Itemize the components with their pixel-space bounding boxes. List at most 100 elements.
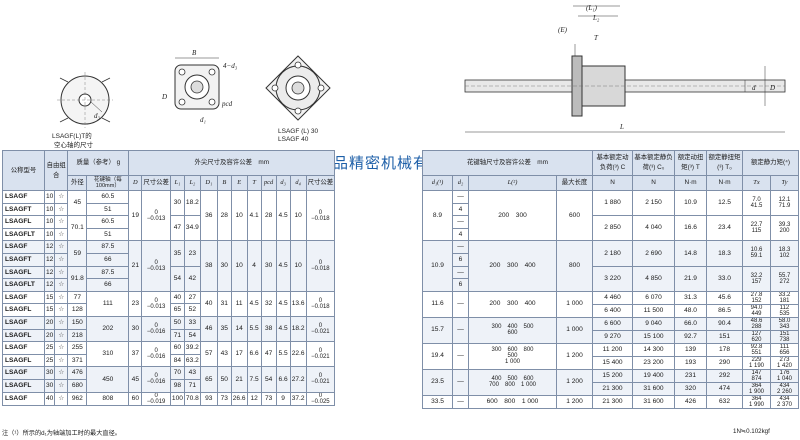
model-size: 10: [43, 215, 56, 229]
dim-T: 5.5: [246, 315, 262, 343]
label-B: B: [192, 49, 197, 57]
selfalign-star: ☆: [54, 366, 69, 380]
col-B: B: [216, 175, 232, 191]
dim-pcd: 30: [260, 240, 277, 292]
dim-L2: 54: [183, 328, 201, 343]
shaft-d1: 11.6: [422, 290, 453, 318]
mass-spline: 202: [86, 315, 130, 343]
rating-C0: 23 200: [632, 355, 675, 370]
rating-Tx-part: 364: [751, 395, 762, 402]
dim-tol-part: 0: [154, 373, 158, 380]
model-name: LSAGF: [2, 315, 45, 330]
mass-outer: 91.8: [67, 265, 88, 292]
shaft-L: 200 300: [468, 189, 557, 242]
model-size: 10: [43, 190, 56, 204]
col-L1: L₁: [169, 175, 185, 191]
mass-spline: 450: [86, 366, 130, 393]
mass-outer: 77: [67, 290, 88, 305]
dim-L2: 27: [183, 290, 201, 305]
model-name: LSAGF: [2, 391, 45, 406]
shaft-L-part: 600: [507, 330, 518, 337]
rating-C: 3 220: [592, 265, 633, 292]
rating-C: 21 300: [592, 394, 633, 409]
dim-L1: 40: [169, 290, 185, 305]
rating-Ty-part: 55.7: [778, 272, 791, 279]
rating-Tx-part: 1 900: [748, 388, 764, 395]
col-Tx: Tx: [742, 175, 771, 191]
dim-T: 6.6: [246, 341, 262, 368]
dim-tol2-part: 0: [318, 297, 323, 304]
shaft-d1: 33.5: [422, 394, 453, 409]
model-size: 25: [43, 341, 56, 355]
rating-T0: 474: [706, 381, 743, 396]
unit-C0: N: [632, 175, 675, 191]
shaft-L: 200 300 400: [468, 240, 557, 292]
right-spec-table: 花键轴尺寸及容许公差 mm 基本额定动负荷(³) C 基本额定静负荷(³) C₀…: [422, 150, 799, 409]
dim-tol2-part: −0.021: [311, 329, 330, 336]
mass-outer: 128: [67, 303, 88, 317]
dim-tol-part: 0: [154, 260, 158, 267]
col-d1-shaft: d₁(¹): [422, 175, 453, 191]
dim-L1: 30: [169, 189, 185, 217]
shaft-L-part: 1 000: [504, 359, 520, 366]
rating-C: 4 460: [592, 290, 633, 305]
rating-T: 92.7: [674, 329, 707, 344]
footnote: 注（¹）所示的d₁为轴端加工时的最大直径。: [2, 430, 121, 437]
table-row: 4: [423, 202, 799, 217]
rating-Tx-part: 59.1: [750, 253, 763, 260]
rating-Ty-part: 39.3: [778, 222, 791, 229]
dim-L1: 98: [169, 378, 185, 393]
caption-line1: LSAGF(L)T的: [52, 131, 92, 140]
col-d4: d₄: [289, 175, 307, 191]
col-spline: 花键轴（每100mm）: [86, 175, 130, 191]
selfalign-star: ☆: [54, 303, 69, 317]
mass-spline: 51: [86, 227, 130, 242]
dim-T: 12: [246, 391, 262, 406]
col-L-length: L(²): [468, 175, 557, 191]
label-E: (E): [558, 26, 568, 34]
model-name: LSAGFL: [2, 303, 45, 317]
rating-C: 6 600: [592, 316, 633, 331]
rating-C: 15 200: [592, 368, 633, 383]
mass-spline: 66: [86, 278, 130, 292]
shaft-d2: —: [452, 265, 469, 280]
col-T: T: [246, 175, 262, 191]
shaft-d2: —: [452, 190, 469, 204]
selfalign-star: ☆: [54, 190, 69, 204]
col-dims: 外尖尺寸及容许公差 mm: [128, 150, 336, 176]
shaft-d1: 23.5: [422, 368, 453, 396]
model-size: 12: [43, 240, 56, 254]
mass-spline: 111: [86, 290, 130, 317]
dim-D1: 40: [199, 290, 218, 317]
shaft-d1: 19.4: [422, 342, 453, 370]
model-size: 15: [43, 303, 56, 317]
model-name: LSAGF: [2, 341, 45, 355]
mass-spline: 87.5: [86, 240, 130, 254]
rating-Ty-part: 272: [779, 278, 790, 285]
dim-E: 21: [230, 366, 248, 393]
dim-tol-part: −0.016: [146, 379, 166, 386]
dim-D: 23: [128, 290, 143, 317]
dim-tol-part: 0: [154, 323, 158, 330]
label-D: D: [161, 93, 167, 101]
dim-tol2-part: 0: [318, 209, 323, 216]
rating-Tx-part: 449: [751, 310, 762, 317]
mass-spline: 310: [86, 341, 130, 368]
rating-C0: 14 300: [632, 342, 675, 357]
model-name: LSAGF: [2, 240, 45, 254]
dim-L1: 70: [169, 366, 185, 380]
rating-C: 1 880: [592, 189, 633, 217]
rating-Tx-part: 92.8: [750, 343, 763, 350]
rating-Tx-part: 48.6: [750, 317, 763, 324]
